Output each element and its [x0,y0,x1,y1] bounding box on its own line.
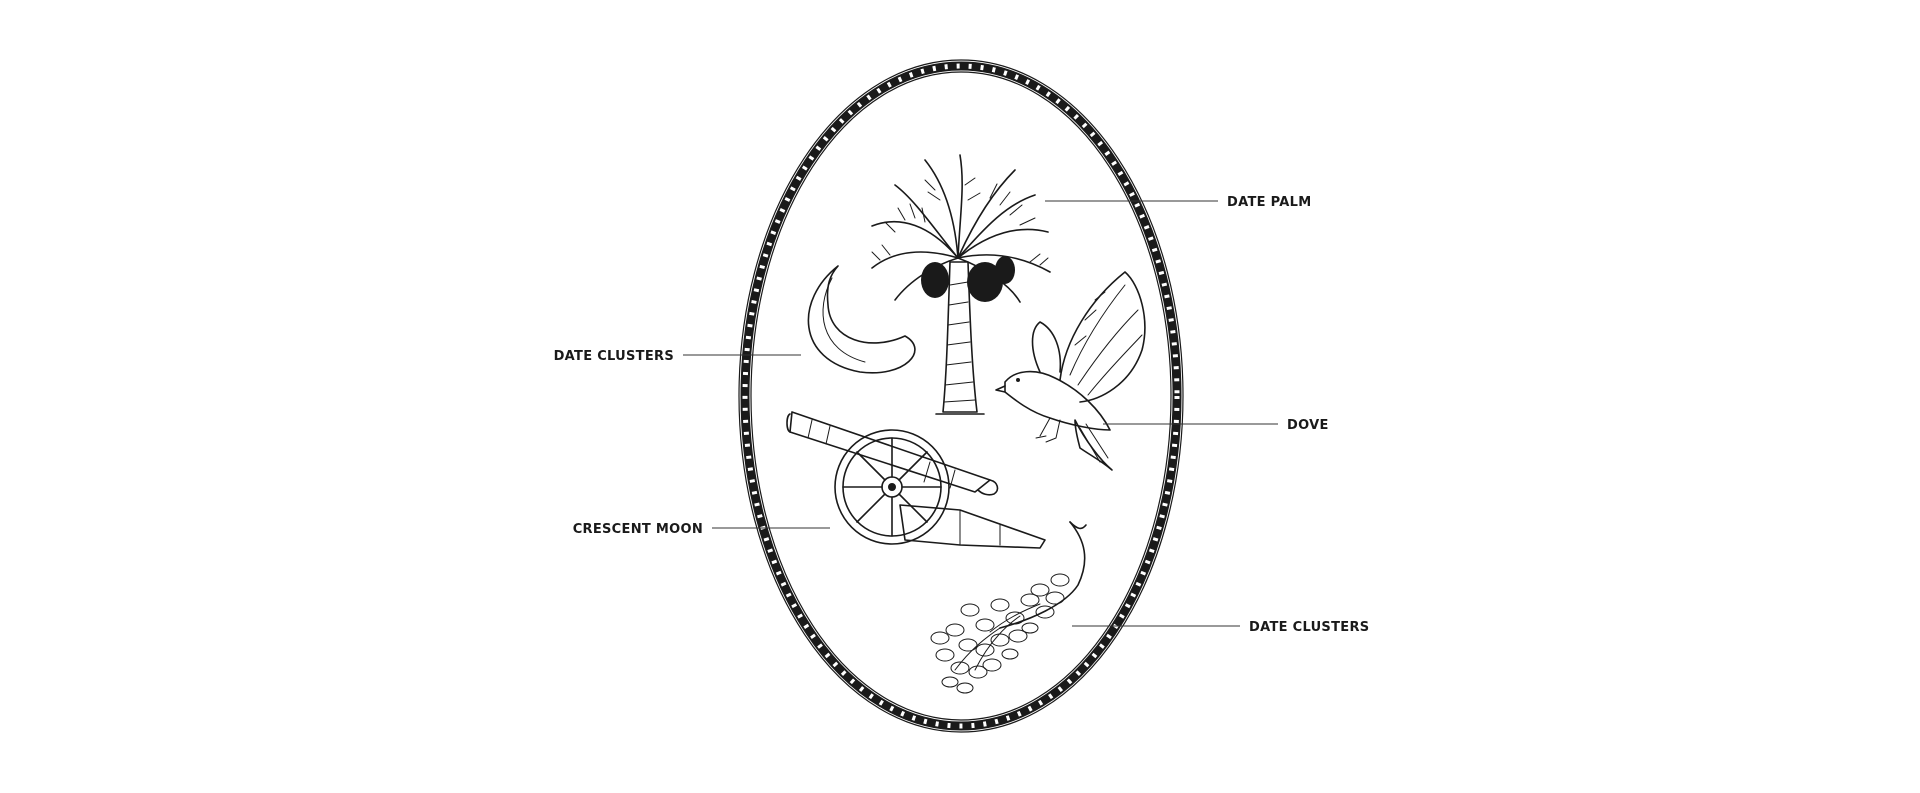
palm-tree-icon [871,154,1051,415]
leader-lines [683,200,1278,627]
date-branch-icon [930,521,1087,694]
label-crescent: DATE CLUSTERS [554,349,674,364]
dove-icon [995,271,1146,471]
callout-labels: DATE PALM DATE CLUSTERS DOVE CRESCENT MO… [554,195,1370,635]
date-bunch [921,256,1015,302]
label-date-palm: DATE PALM [1227,195,1311,210]
rope-frame [738,59,1184,733]
cannon-icon [786,411,1046,549]
label-cannon: CRESCENT MOON [573,522,703,537]
label-branch: DATE CLUSTERS [1249,620,1369,635]
crescent-moon-icon [807,265,916,374]
label-dove: DOVE [1287,418,1329,433]
